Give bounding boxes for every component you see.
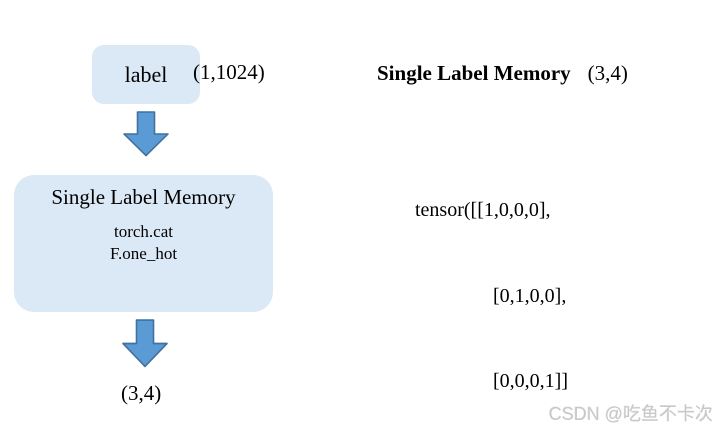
- memory-op-one-hot: F.one_hot: [109, 244, 178, 263]
- memory-node-ops: torch.cat F.one_hot: [110, 221, 177, 265]
- right-panel-title: Single Label Memory: [377, 61, 571, 85]
- tensor-line-1: tensor([[1,0,0,0],: [415, 199, 551, 221]
- output-shape-annotation: (3,4): [121, 381, 162, 405]
- right-panel-shape: (3,4): [587, 61, 628, 85]
- label-node-text: label: [124, 61, 168, 87]
- memory-node-title: Single Label Memory: [51, 185, 236, 209]
- single-label-memory-node: Single Label Memory torch.cat F.one_hot: [14, 175, 273, 312]
- tensor-line-2: [0,1,0,0],: [493, 284, 567, 307]
- right-panel-heading: Single Label Memory (3,4): [377, 61, 628, 86]
- memory-op-torch-cat: torch.cat: [114, 222, 173, 241]
- down-arrow-icon: [122, 319, 168, 368]
- label-node: label: [92, 45, 200, 104]
- tensor-printout: tensor([[1,0,0,0], [0,1,0,0], [0,0,0,1]]: [415, 139, 568, 432]
- tensor-line-3: [0,0,0,1]]: [493, 370, 568, 392]
- csdn-watermark: CSDN @吃鱼不卡次: [548, 404, 713, 424]
- input-shape-annotation: (1,1024): [193, 60, 265, 84]
- down-arrow-icon: [123, 111, 169, 157]
